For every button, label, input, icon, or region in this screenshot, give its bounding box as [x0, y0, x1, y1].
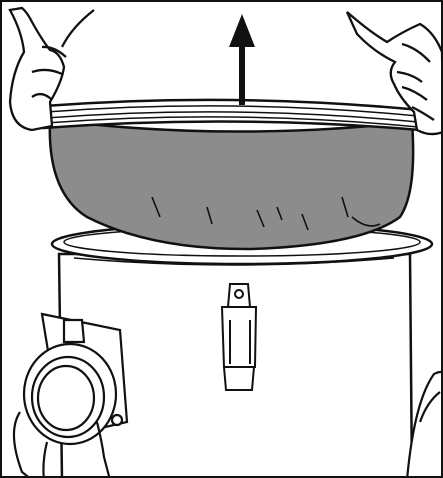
- up-arrow-icon: [229, 14, 255, 105]
- filter-rim: [44, 100, 420, 130]
